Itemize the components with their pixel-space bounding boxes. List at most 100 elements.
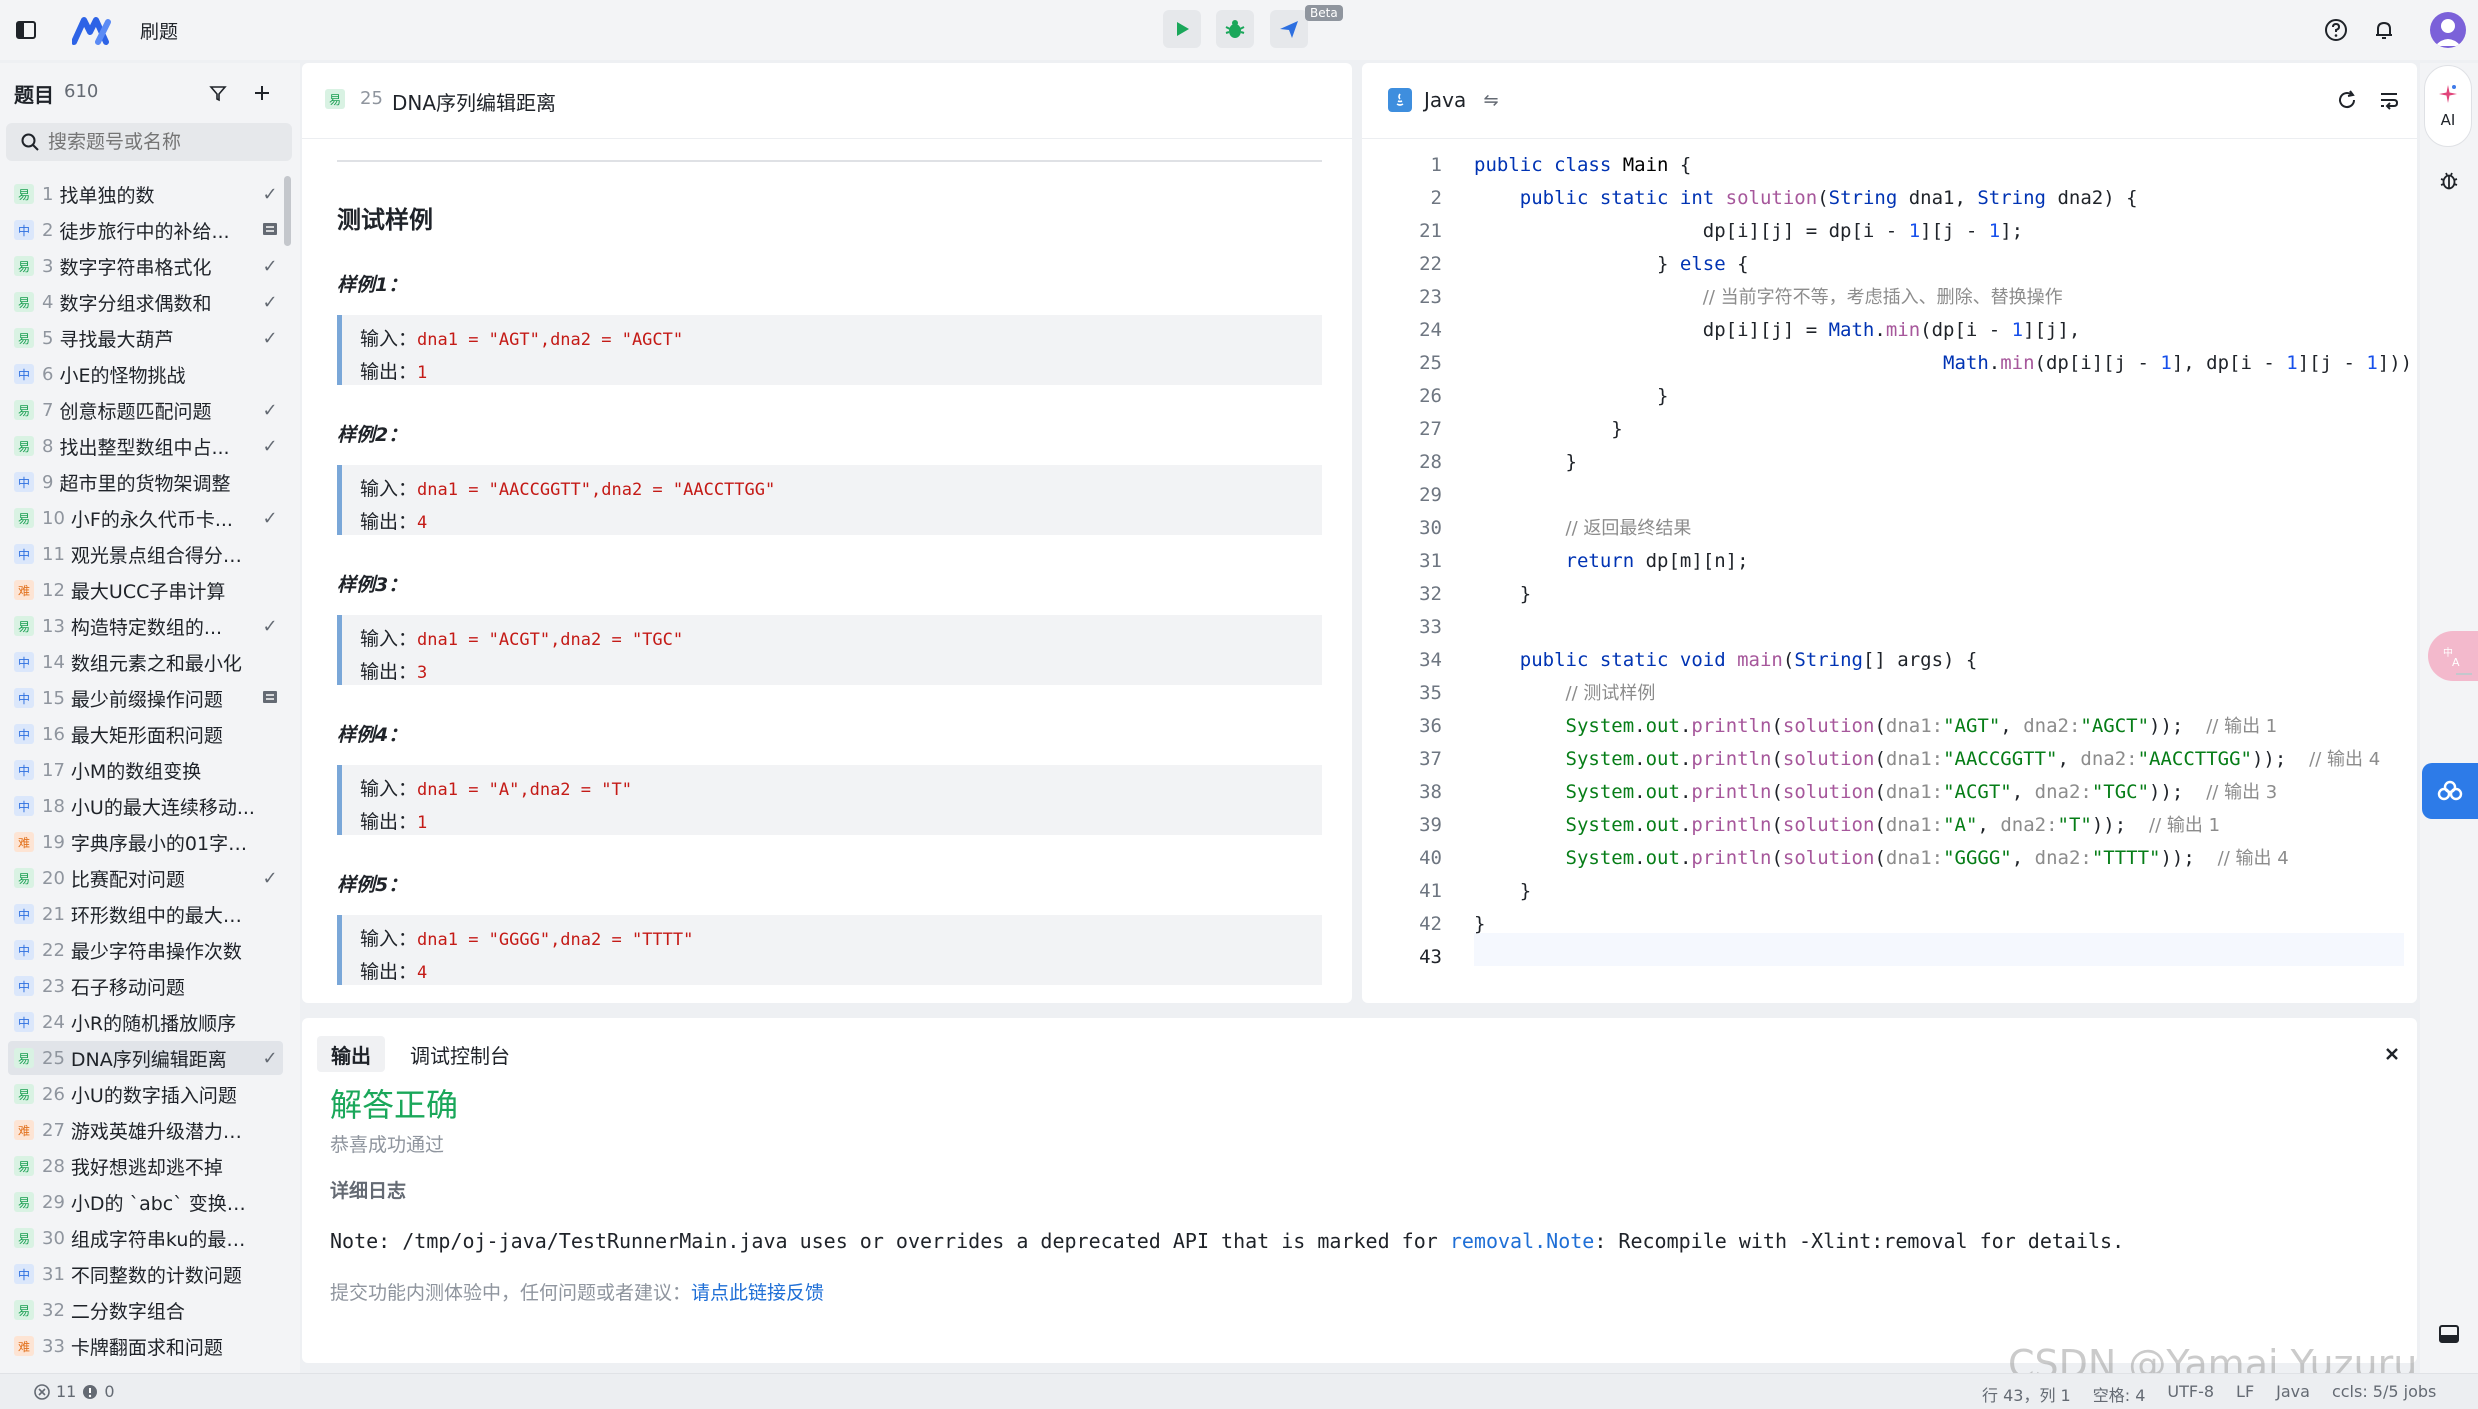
ai-assistant-button[interactable]: AI [2424, 65, 2472, 147]
problem-title: 小M的数组变换 [70, 760, 202, 783]
tab-debug-console[interactable]: 调试控制台 [410, 1043, 510, 1068]
search-input[interactable] [48, 131, 278, 153]
feedback-link[interactable]: 请点此链接反馈 [691, 1282, 825, 1304]
cursor-position[interactable]: 行 43，列 1 [1982, 1386, 2071, 1405]
result-title: 解答正确 [330, 1086, 459, 1124]
code-token: )); [2091, 814, 2150, 836]
submit-button[interactable] [1270, 10, 1308, 48]
code-token: // 输出 4 [2309, 749, 2381, 770]
code-token [1474, 286, 1703, 308]
problem-title: 比赛配对问题 [70, 868, 185, 891]
code-token: main [1737, 649, 1783, 671]
swap-icon[interactable]: ⇋ [1483, 89, 1499, 111]
encoding[interactable]: UTF-8 [2167, 1382, 2215, 1401]
problem-title: 超市里的货物架调整 [59, 472, 231, 495]
add-icon[interactable] [248, 79, 276, 107]
language-select[interactable]: Java [1424, 88, 1467, 112]
code-token: println [1691, 781, 1772, 803]
problem-title: 徒步旅行中的补给... [59, 220, 230, 243]
line-content: dp[i][j] = Math.min(dp[i - 1][j], [1474, 314, 2081, 347]
problem-number: 25 [42, 1047, 65, 1069]
line-ending[interactable]: LF [2236, 1382, 2255, 1401]
avatar[interactable] [2430, 12, 2466, 48]
difficulty-badge: 中 [14, 652, 34, 672]
cloud-icon[interactable] [2422, 763, 2478, 819]
indent-setting[interactable]: 空格: 4 [2092, 1386, 2146, 1405]
sample-output: 输出：1 [360, 806, 1304, 839]
code-token: "AGT" [1943, 715, 2001, 737]
language-mode[interactable]: Java [2276, 1382, 2310, 1401]
bug-report-icon[interactable] [2434, 165, 2464, 195]
filter-icon[interactable] [204, 79, 232, 107]
problem-title: 数字分组求偶数和 [59, 292, 212, 315]
tab-output[interactable]: 输出 [317, 1036, 385, 1072]
run-button[interactable] [1163, 10, 1201, 48]
search-icon [21, 133, 39, 151]
difficulty-badge: 易 [325, 89, 345, 109]
wrap-icon[interactable] [2374, 85, 2404, 115]
line-content: dp[i][j] = dp[i - 1][j - 1]; [1474, 215, 2023, 248]
line-number: 22 [1419, 253, 1442, 275]
feedback: 提交功能内测体验中，任何问题或者建议：请点此链接反馈 [330, 1278, 824, 1305]
code-token: dna1: [1885, 715, 1944, 737]
line-content: System.out.println(solution(dna1:"AACCGG… [1474, 743, 2381, 776]
sample-output: 输出：4 [360, 506, 1304, 539]
debug-button[interactable] [1216, 10, 1254, 48]
help-icon[interactable] [2322, 16, 2350, 44]
bell-icon[interactable] [2370, 16, 2398, 44]
line-number: 36 [1419, 715, 1442, 737]
code-token: // 输出 3 [2206, 782, 2278, 803]
code-token: "ACGT" [1943, 781, 2012, 803]
code-token: out [1645, 814, 1680, 836]
problem-number: 7 [42, 399, 54, 421]
code-token: ( [1874, 781, 1886, 803]
sidebar-toggle-icon[interactable] [10, 14, 42, 46]
refresh-icon[interactable] [2332, 85, 2362, 115]
list-scrollbar[interactable] [284, 176, 291, 246]
code-token: } [1474, 418, 1623, 440]
code-token: . [1988, 352, 2001, 374]
panel-toggle-icon[interactable] [2434, 1319, 2464, 1349]
code-token: // 测试样例 [1565, 683, 1656, 704]
output-value: 3 [417, 663, 428, 683]
close-icon[interactable] [2378, 1040, 2406, 1068]
output-value: 4 [417, 513, 428, 533]
search-box[interactable] [6, 123, 292, 161]
sample-title: 样例1： [337, 274, 408, 296]
problems-indicator[interactable]: 11 0 [34, 1382, 115, 1401]
